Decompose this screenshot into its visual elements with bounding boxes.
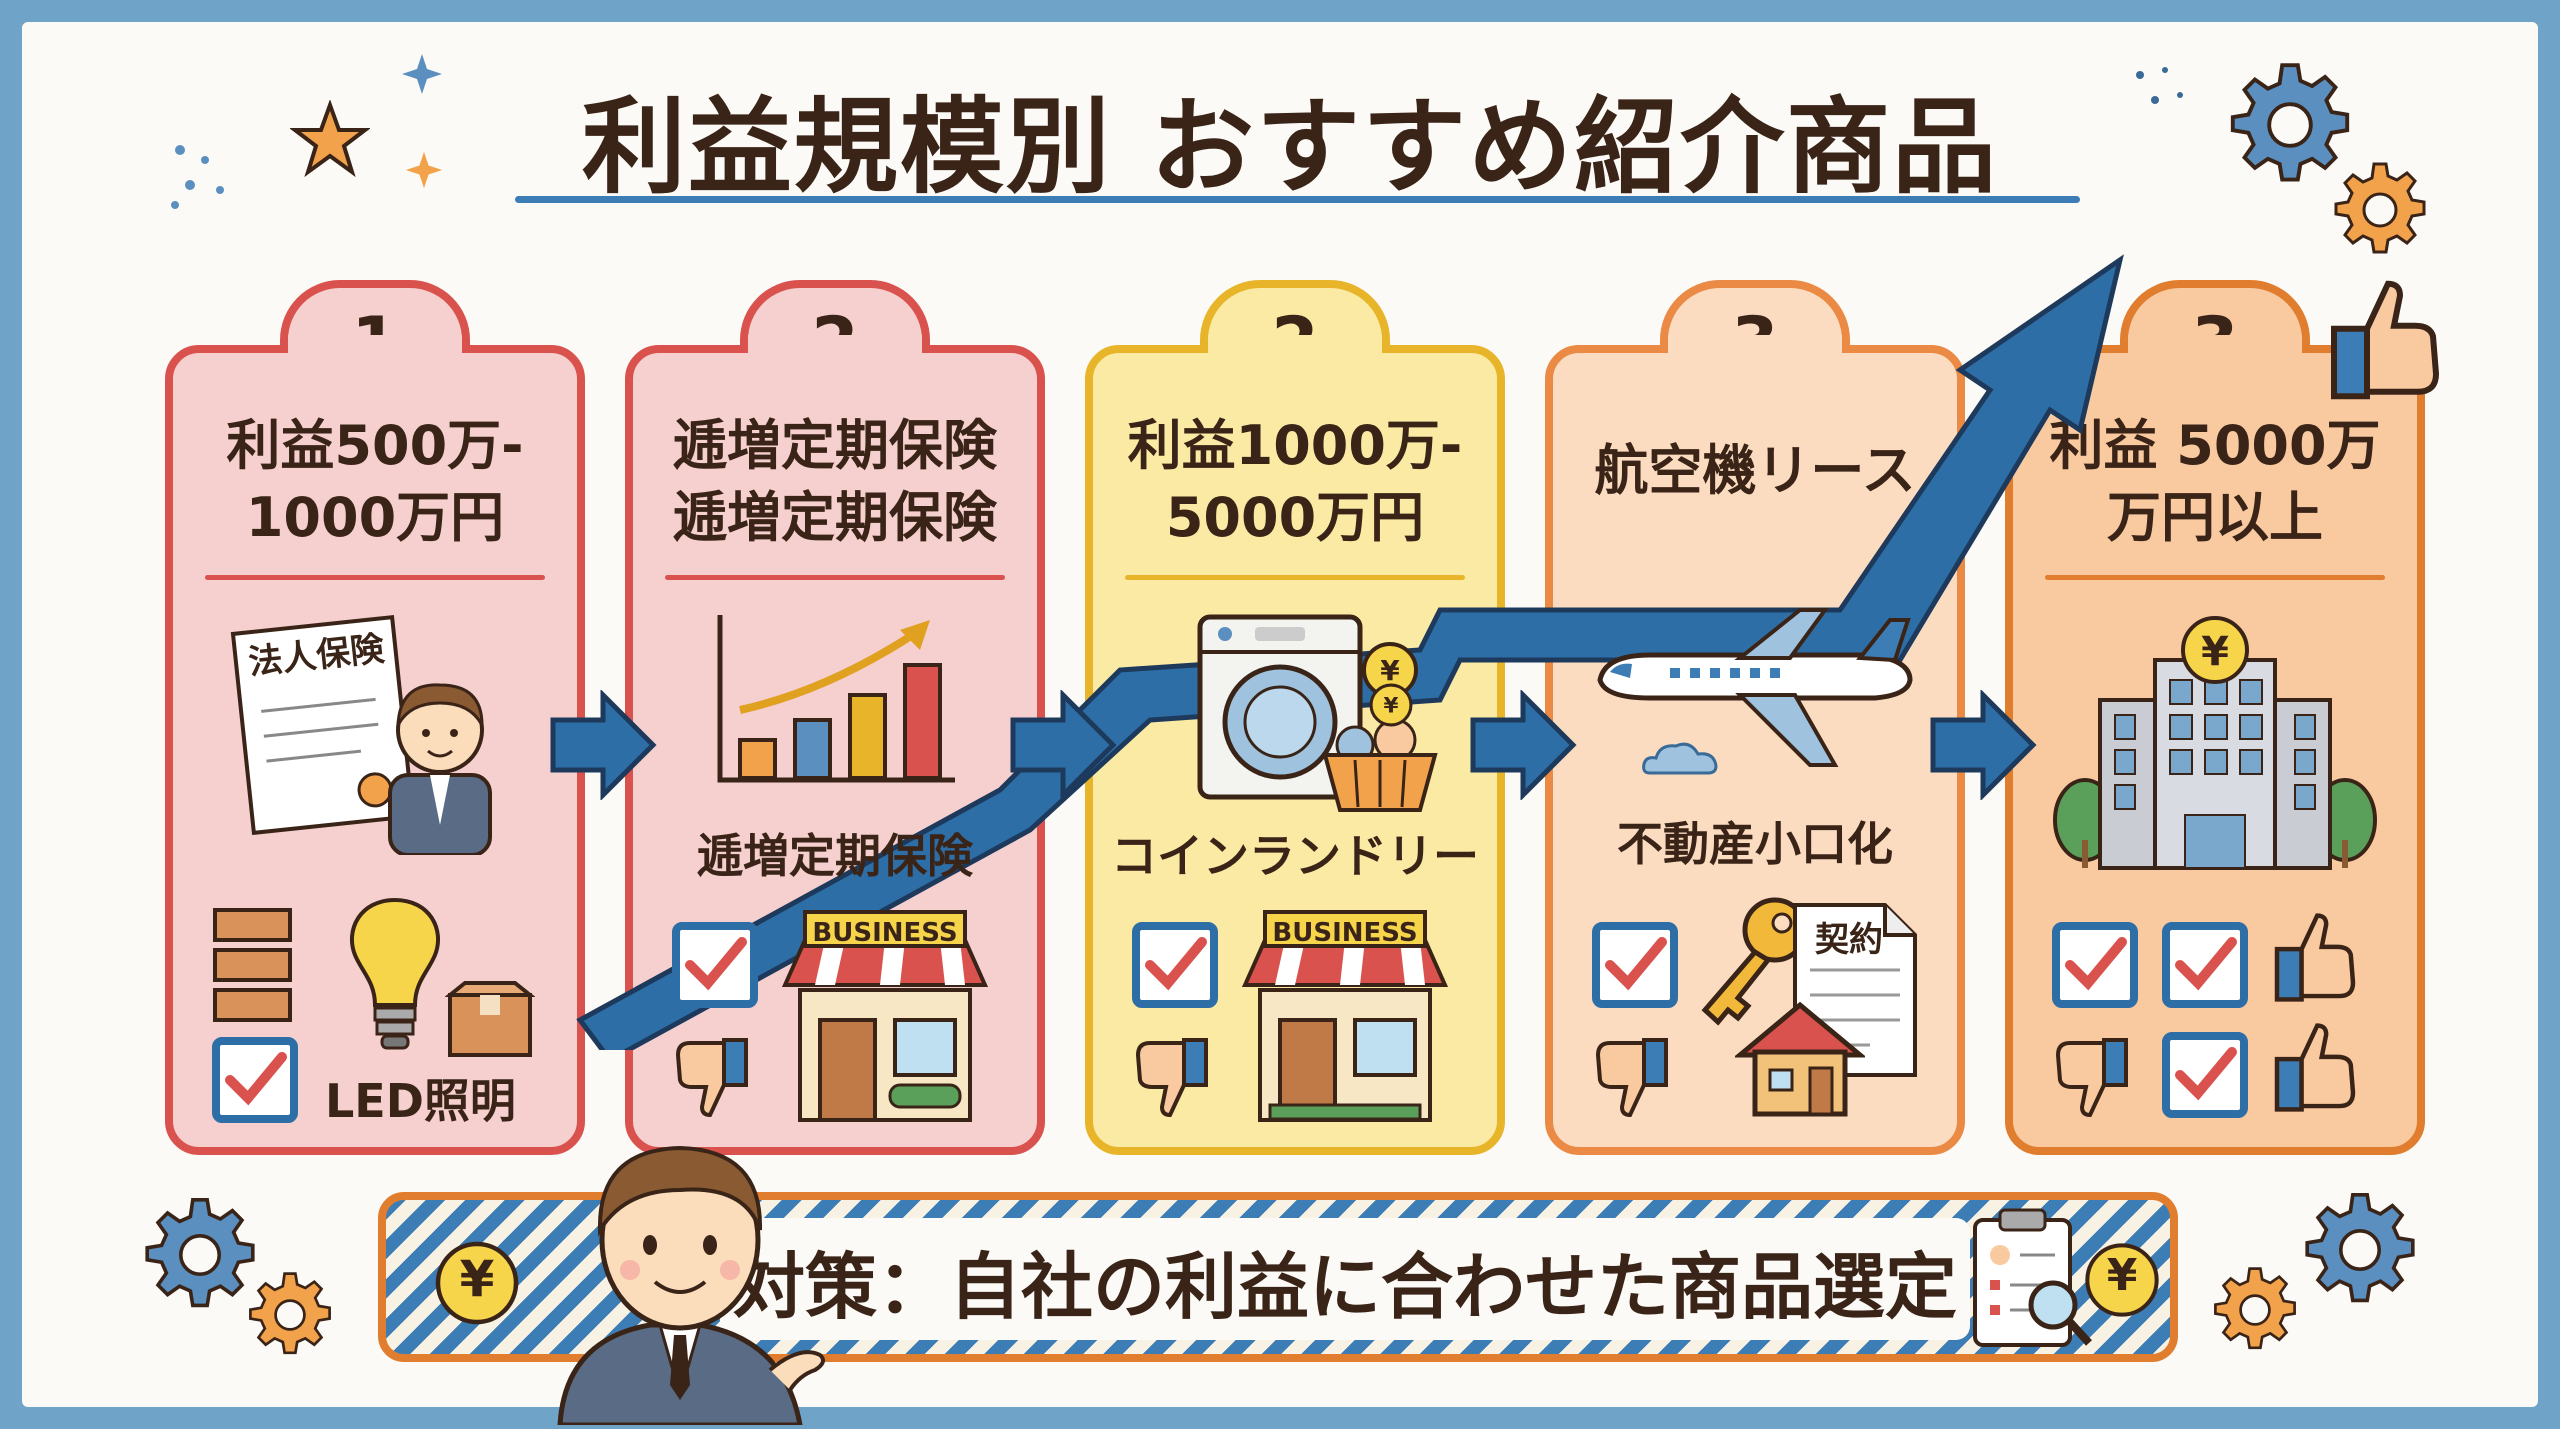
business-sign: BUSINESS	[1272, 918, 1418, 948]
storefront-icon	[781, 910, 989, 1122]
gear-icon	[2214, 1267, 2296, 1350]
card-title-line2: 逓増定期保険	[673, 486, 997, 549]
svg-text:¥: ¥	[1380, 654, 1400, 687]
gear-icon	[145, 1198, 255, 1308]
card-divider	[2045, 575, 2385, 580]
product-label: コインランドリー	[1111, 829, 1479, 883]
tab-joint	[1668, 335, 1842, 365]
checkbox-checked-icon	[2052, 922, 2138, 1008]
gear-icon	[2230, 63, 2350, 182]
star-icon	[290, 100, 370, 178]
card-title-line2: 万円以上	[2107, 486, 2323, 549]
title-underline	[515, 196, 2080, 203]
gear-icon	[2305, 1193, 2415, 1303]
thumbs-down-icon	[1595, 1038, 1668, 1118]
tab-joint	[288, 335, 462, 365]
thumbs-down-icon	[675, 1038, 748, 1118]
card-title-line1: 逓増定期保険	[673, 414, 997, 477]
storefront-icon	[1241, 910, 1449, 1122]
thumbs-down-icon	[1135, 1038, 1208, 1118]
dots-decoration	[171, 145, 224, 209]
card-title: 利益 5000万万円以上	[2005, 410, 2425, 554]
coin-symbol: ¥	[2106, 1250, 2138, 1301]
product-label: 不動産小口化	[1617, 817, 1893, 871]
airplane-icon	[1597, 608, 1913, 767]
businessman-icon	[388, 683, 492, 855]
next-arrow-icon	[1470, 690, 1577, 800]
yen-coin-icon: ¥	[1369, 683, 1413, 727]
next-arrow-icon	[1010, 690, 1117, 800]
thumbs-up-icon	[2274, 913, 2356, 1002]
tab-joint	[748, 335, 922, 365]
thumbs-up-icon	[2274, 1023, 2356, 1112]
card-title-line2: 1000万円	[245, 486, 505, 549]
card-title: 利益500万- 1000万円	[165, 410, 585, 554]
next-arrow-icon	[1930, 690, 2037, 800]
coin-symbol: ¥	[459, 1250, 495, 1308]
growth-bar-chart-icon	[717, 615, 955, 783]
card-title: 逓増定期保険逓増定期保険	[625, 410, 1045, 554]
contract-label: 契約	[1815, 920, 1883, 960]
next-arrow-icon	[550, 690, 657, 800]
card-title-line1: 利益500万-	[226, 414, 524, 477]
lightbulb-icon	[349, 897, 441, 1050]
thumbs-down-icon	[2055, 1038, 2128, 1118]
office-building-icon: ¥	[2053, 616, 2377, 870]
conclusion-text: 対策：自社の利益に合わせた商品選定	[732, 1245, 1957, 1329]
product-label: 逓増定期保険	[697, 829, 973, 883]
svg-text:¥: ¥	[2201, 629, 2229, 675]
thumbs-up-icon	[2331, 280, 2440, 400]
gear-icon	[249, 1272, 331, 1355]
card-title-line1: 利益 5000万	[2049, 414, 2381, 477]
tab-joint	[2128, 335, 2302, 365]
page-title: 利益規模別 おすすめ紹介商品	[581, 86, 1999, 208]
washing-machine-icon	[1197, 614, 1363, 800]
gear-icon	[2334, 162, 2426, 254]
checkbox-checked-icon	[1132, 922, 1218, 1008]
led-label: LED照明	[325, 1074, 516, 1128]
business-sign: BUSINESS	[812, 918, 958, 948]
checkbox-checked-icon	[672, 922, 758, 1008]
card-title-line1: 航空機リース	[1594, 439, 1916, 502]
tab-joint	[1208, 335, 1382, 365]
card-divider	[1125, 575, 1465, 580]
checkbox-checked-icon	[1592, 922, 1678, 1008]
card-title-line2: 5000万円	[1165, 486, 1425, 549]
sparkle-icon	[405, 151, 443, 189]
card-title-line1: 利益1000万-	[1127, 414, 1463, 477]
dots-decoration	[2136, 67, 2183, 104]
card-divider	[665, 575, 1005, 580]
card-divider	[205, 575, 545, 580]
svg-text:¥: ¥	[1384, 694, 1399, 719]
yen-coin-icon	[2085, 1243, 2159, 1317]
house-icon	[1735, 1001, 1865, 1117]
card-title: 利益1000万- 5000万円	[1085, 410, 1505, 554]
sparkle-icon	[402, 54, 442, 94]
checkbox-checked-icon	[2162, 922, 2248, 1008]
laundry-basket-icon	[1322, 718, 1438, 812]
card-title: 航空機リース	[1545, 435, 1965, 507]
cloud-icon	[1642, 742, 1718, 775]
key-icon	[1701, 897, 1808, 1026]
stacked-boxes-icon	[213, 908, 292, 1022]
clipboard-magnifier-icon	[1973, 1208, 2092, 1347]
checkbox-checked-icon	[212, 1037, 298, 1123]
banner-panel	[720, 1218, 1970, 1340]
package-box-icon	[445, 981, 535, 1057]
presenter-businessman-icon	[557, 1145, 826, 1425]
yen-coin-icon	[435, 1241, 519, 1325]
checkbox-checked-icon	[2162, 1032, 2248, 1118]
